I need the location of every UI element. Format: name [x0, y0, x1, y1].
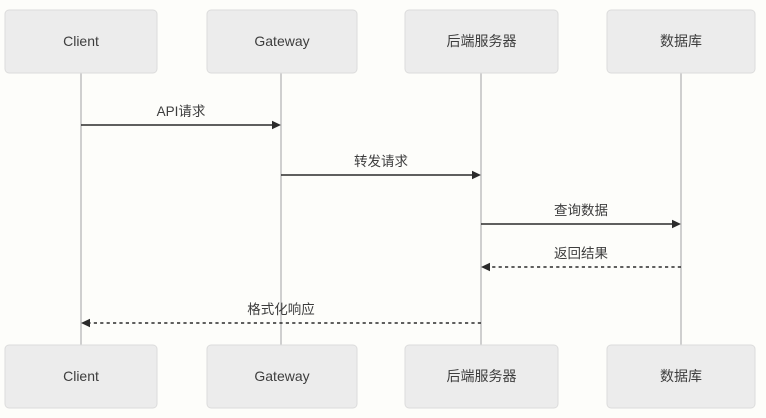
message-arrowhead-m1 — [272, 120, 281, 130]
participant-box-client — [4, 9, 158, 74]
participant-box-backend — [404, 9, 559, 74]
participant-label-client: Client — [63, 368, 99, 384]
message-label-m1: API请求 — [157, 104, 206, 119]
participant-header-boxes: Client Gateway 后端服务器 数据库 — [4, 9, 756, 74]
participant-footer-backend[interactable]: 后端服务器 — [404, 344, 559, 409]
participant-box-gateway — [206, 9, 358, 74]
participant-label-gateway: Gateway — [254, 368, 309, 384]
message-arrowhead-m5 — [81, 318, 90, 328]
participant-box-client — [4, 344, 158, 409]
participant-label-database: 数据库 — [660, 33, 702, 49]
participant-label-backend: 后端服务器 — [447, 33, 517, 49]
message-label-m3: 查询数据 — [554, 203, 608, 218]
participant-label-client: Client — [63, 33, 99, 49]
message-label-m2: 转发请求 — [354, 154, 408, 169]
participant-box-gateway — [206, 344, 358, 409]
participant-header-gateway[interactable]: Gateway — [206, 9, 358, 74]
message-label-m4: 返回结果 — [554, 246, 608, 261]
message-label-m5: 格式化响应 — [247, 301, 315, 317]
message-m4[interactable]: 返回结果 — [481, 246, 681, 272]
participant-footer-database[interactable]: 数据库 — [606, 344, 756, 409]
participant-header-backend[interactable]: 后端服务器 — [404, 9, 559, 74]
participant-label-database: 数据库 — [660, 368, 702, 384]
participant-box-backend — [404, 344, 559, 409]
message-arrowhead-m2 — [472, 170, 481, 180]
participant-label-gateway: Gateway — [254, 33, 309, 49]
message-m3[interactable]: 查询数据 — [481, 203, 681, 229]
participant-box-database — [606, 9, 756, 74]
participant-footer-boxes: Client Gateway 后端服务器 数据库 — [4, 344, 756, 409]
message-arrowhead-m4 — [481, 262, 490, 272]
participant-footer-gateway[interactable]: Gateway — [206, 344, 358, 409]
participant-header-database[interactable]: 数据库 — [606, 9, 756, 74]
participant-box-database — [606, 344, 756, 409]
participant-header-client[interactable]: Client — [4, 9, 158, 74]
participant-footer-client[interactable]: Client — [4, 344, 158, 409]
message-m2[interactable]: 转发请求 — [281, 154, 481, 180]
message-m1[interactable]: API请求 — [81, 104, 281, 130]
message-m5[interactable]: 格式化响应 — [81, 301, 481, 328]
message-arrowhead-m3 — [672, 219, 681, 229]
lifelines-layer — [80, 73, 682, 345]
participant-label-backend: 后端服务器 — [447, 368, 517, 384]
